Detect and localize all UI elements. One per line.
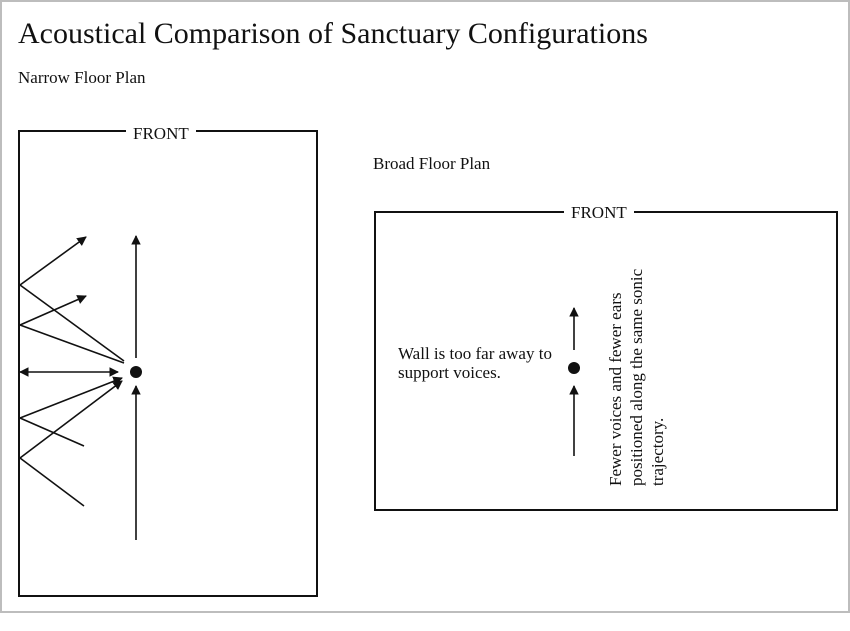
- narrow-reflection-lower-2: [19, 380, 123, 459]
- broad-listener-dot: [568, 362, 580, 374]
- narrow-wall-lower-ray-2: [19, 457, 85, 507]
- narrow-plan-label: Narrow Floor Plan: [18, 68, 146, 87]
- wall-distance-note: Wall is too far away to support voices.: [398, 344, 552, 382]
- narrow-wall-lower-ray-1: [19, 417, 85, 447]
- narrow-sound-paths: [19, 235, 141, 540]
- narrow-front-label: FRONT: [126, 124, 196, 144]
- narrow-wall-to-listener-1: [19, 284, 125, 362]
- narrow-reflection-upper-2: [19, 295, 87, 326]
- diagram-title: Acoustical Comparison of Sanctuary Confi…: [18, 17, 648, 50]
- broad-plan-label: Broad Floor Plan: [373, 154, 491, 173]
- narrow-reflection-upper-1: [19, 236, 87, 286]
- narrow-reflection-lower-1: [19, 376, 123, 419]
- narrow-listener-dot: [130, 366, 142, 378]
- narrow-wall-to-listener-2: [19, 324, 125, 364]
- broad-front-label: FRONT: [564, 203, 634, 223]
